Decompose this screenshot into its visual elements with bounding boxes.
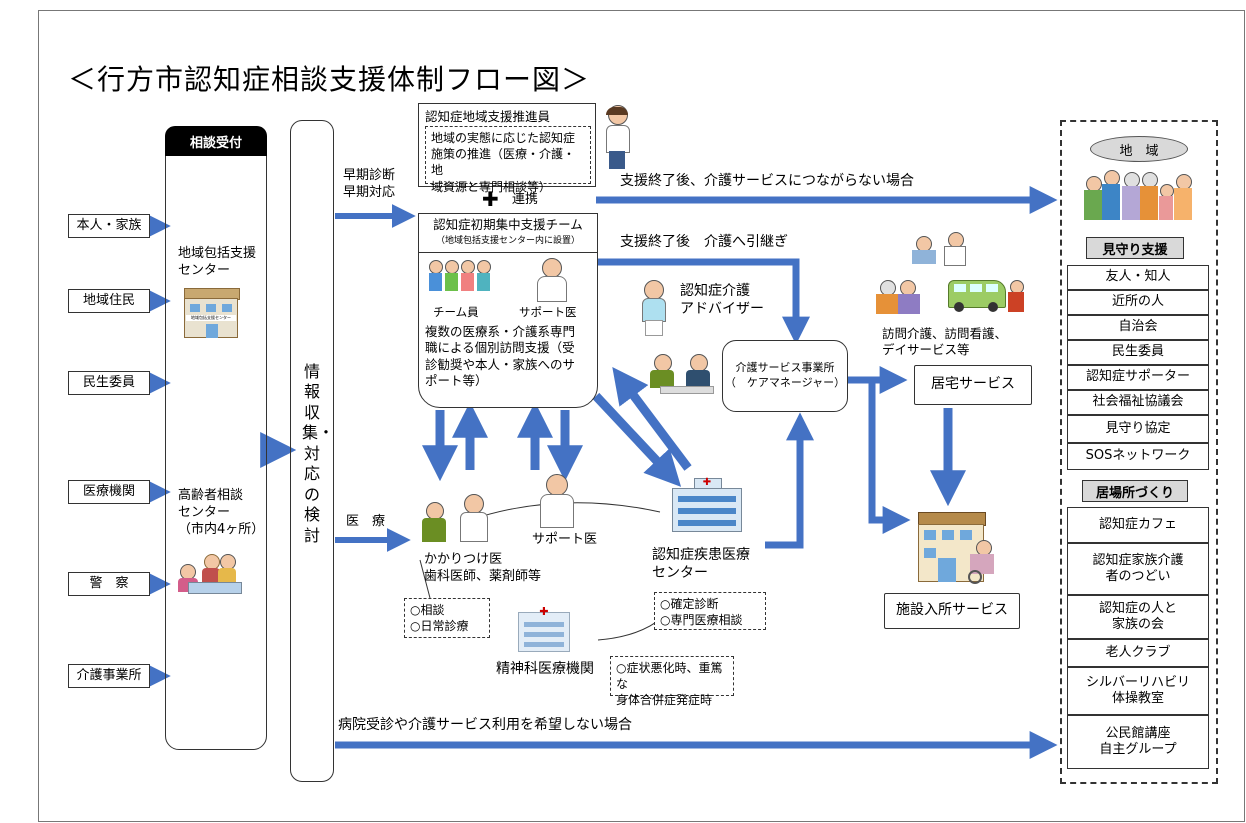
place-item: 認知症の人と 家族の会: [1067, 595, 1209, 639]
promoter-body: 地域の実態に応じた認知症 施策の推進（医療・介護・地 域資源と専門相談等）: [425, 126, 591, 194]
promoter-person-icon: [604, 105, 630, 173]
place-item: 公民館講座 自主グループ: [1067, 715, 1209, 769]
family-doctor-icon: [420, 492, 494, 546]
facility-building-icon: [918, 512, 998, 586]
watch-item: 自治会: [1067, 315, 1209, 340]
reception-center-1: 地域包括支援 センター: [178, 246, 257, 278]
info-column-label: 情報収集・対応の検討: [302, 362, 335, 545]
input-box-3: 民生委員: [68, 371, 150, 395]
community-panel: [1060, 120, 1218, 784]
support-doctor-label: サポート医: [532, 532, 598, 547]
community-people-icon: [1082, 166, 1194, 224]
watch-item: SOSネットワーク: [1067, 443, 1209, 470]
disease-center-hospital-icon: ✚: [668, 478, 746, 534]
path-top-label: 支援終了後、介護サービスにつながらない場合: [620, 173, 914, 189]
info-column: [290, 120, 334, 782]
input-box-6: 介護事業所: [68, 664, 150, 688]
team-members-icon: [429, 260, 491, 302]
arrow-diag-down: [592, 392, 682, 487]
watch-item: 友人・知人: [1067, 265, 1209, 290]
path-bottom-label: 病院受診や介護サービス利用を希望しない場合: [338, 717, 632, 733]
psych-notes: ○症状悪化時、重篤な 身体合併症発症時: [610, 656, 734, 707]
team-body: 複数の医療系・介護系専門 職による個別訪問支援（受 診勧奨や本人・家族へのサ ポ…: [425, 324, 576, 388]
watch-item: 近所の人: [1067, 290, 1209, 315]
psych-label: 精神科医療機関: [496, 661, 594, 677]
input-box-5: 警 察: [68, 572, 150, 596]
arrow-center-care: [765, 412, 814, 549]
place-item: 老人クラブ: [1067, 639, 1209, 667]
team-box: 認知症初期集中支援チーム （地域包括支援センター内に設置） チーム員 サポート医…: [418, 213, 598, 408]
path-handover-label: 支援終了後 介護へ引継ぎ: [620, 234, 788, 250]
home-care-icon: [912, 230, 968, 266]
arrow-handover: [596, 258, 810, 345]
disease-center-label: 認知症疾患医療 センター: [652, 547, 750, 582]
advisor-person-icon: [640, 280, 666, 336]
family-doctor-notes: ○相談 ○日常診療: [404, 598, 490, 638]
place-item: 認知症カフェ: [1067, 507, 1209, 543]
input-box-4: 医療機関: [68, 480, 150, 504]
day-service-people-icon: [874, 276, 930, 320]
community-badge: 地 域: [1090, 136, 1188, 162]
home-service-box: 居宅サービス: [914, 365, 1032, 405]
facility-service-box: 施設入所サービス: [884, 593, 1020, 629]
plus-icon: ✚: [482, 187, 499, 211]
promoter-title: 認知症地域支援推進員: [425, 109, 551, 124]
curve-fd-notes: [419, 559, 431, 599]
consult-scene-icon: [650, 350, 716, 396]
watch-item: 認知症サポーター: [1067, 365, 1209, 390]
reception-column: [165, 126, 267, 750]
home-service-desc: 訪問介護、訪問看護、 デイサービス等: [882, 326, 1008, 358]
page-title: ＜行方市認知症相談支援体制フロー図＞: [68, 63, 591, 96]
input-box-2: 地域住民: [68, 289, 150, 313]
place-item: シルバーリハビリ 体操教室: [1067, 667, 1209, 715]
diagram-frame: [38, 10, 1245, 822]
place-item: 認知症家族介護 者のつどい: [1067, 543, 1209, 595]
team-doctor-icon: [535, 258, 567, 302]
medical-label: 医 療: [346, 514, 386, 529]
day-service-van-icon: [948, 274, 1028, 318]
consultation-people-icon: [178, 552, 242, 598]
advisor-label: 認知症介護 アドバイザー: [680, 283, 764, 318]
building-sign: 地域包括支援センター: [186, 315, 236, 321]
reception-header: 相談受付: [165, 126, 267, 156]
arrow-diag-up: [612, 367, 692, 471]
team-doctor-label: サポート医: [519, 305, 577, 319]
watch-item: 見守り協定: [1067, 415, 1209, 443]
support-doctor-icon: [536, 474, 576, 530]
building-icon: 地域包括支援センター: [180, 288, 242, 340]
early-label: 早期診断 早期対応: [343, 168, 396, 200]
team-title: 認知症初期集中支援チーム: [433, 217, 583, 232]
team-members-label: チーム員: [433, 305, 479, 319]
team-header: 認知症初期集中支援チーム （地域包括支援センター内に設置）: [419, 214, 597, 253]
watch-item: 社会福祉協議会: [1067, 390, 1209, 415]
team-subtitle: （地域包括支援センター内に設置）: [435, 236, 580, 246]
renkei-label: 連携: [512, 192, 539, 207]
family-doctor-label: かかりつけ医 歯科医師、薬剤師等: [424, 552, 542, 584]
psych-hospital-icon: ✚: [514, 606, 574, 654]
watch-item: 民生委員: [1067, 340, 1209, 365]
place-header: 居場所づくり: [1082, 480, 1188, 502]
input-box-1: 本人・家族: [68, 214, 150, 238]
disease-center-notes: ○確定診断 ○専門医療相談: [654, 592, 766, 630]
care-office-box: 介護サービス事業所 （ ケアマネージャー）: [722, 340, 848, 412]
reception-center-2: 高齢者相談 センター （市内4ヶ所）: [178, 488, 265, 537]
arrow-facility: [868, 380, 911, 534]
promoter-box: 認知症地域支援推進員 地域の実態に応じた認知症 施策の推進（医療・介護・地 域資…: [418, 103, 596, 194]
watch-header: 見守り支援: [1086, 237, 1184, 259]
